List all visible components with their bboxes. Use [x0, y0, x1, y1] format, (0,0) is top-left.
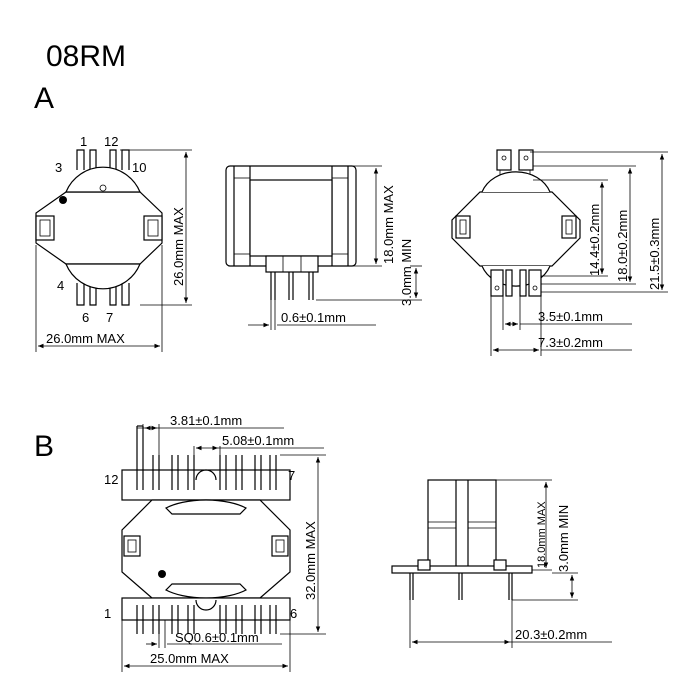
pin-label-6: 6 [82, 310, 89, 325]
b-pin1-marker-dot [158, 570, 166, 578]
pin-label-1: 1 [80, 134, 87, 149]
a-side-view: 18.0mm MAX 3.0mm MIN 0.6±0.1mm [225, 165, 422, 330]
b-pin-square-dim: SQ0.6±0.1mm [175, 630, 259, 645]
b-pin-label-1: 1 [104, 606, 111, 621]
b-pin-label-7: 7 [288, 468, 295, 483]
b-side-width-dim: 20.3±0.2mm [515, 627, 587, 642]
a-pin-diameter-dim: 0.6±0.1mm [281, 310, 346, 325]
pin-label-3: 3 [55, 160, 62, 175]
pin-label-10: 10 [132, 160, 146, 175]
b-top-view: 12 7 1 6 3.81±0.1mm 5.08±0.1mm 32.0mm MA… [104, 413, 326, 672]
a-row-outer-dim: 21.5±0.3mm [647, 218, 662, 290]
b-pin-length-dim: 3.0mm MIN [556, 505, 571, 572]
a-top-view: 1 12 3 10 4 6 7 26.0mm MAX 26.0mm MAX [35, 134, 192, 352]
section-a-label: A [34, 82, 54, 115]
a-side-height-dim: 18.0mm MAX [381, 185, 396, 264]
a-pin-spacing-small-dim: 3.5±0.1mm [538, 309, 603, 324]
pin-label-12: 12 [104, 134, 118, 149]
b-side-height-dim: 18.0mm MAX [536, 501, 548, 568]
b-side-view: 18.0mm MAX 3.0mm MIN 20.3±0.2mm [391, 479, 612, 648]
a-pin-length-dim: 3.0mm MIN [399, 239, 414, 306]
a-top-height-dim: 26.0mm MAX [171, 207, 186, 286]
b-height-dim: 32.0mm MAX [303, 521, 318, 600]
pin-label-7: 7 [106, 310, 113, 325]
a-pin-spacing-wide-dim: 7.3±0.2mm [538, 335, 603, 350]
b-width-dim: 25.0mm MAX [150, 651, 229, 666]
b-pin-label-12: 12 [104, 472, 118, 487]
a-bottom-view: 14.4±0.2mm 18.0±0.2mm 21.5±0.3mm 3.5±0.1… [451, 149, 668, 356]
page-title: 08RM [46, 40, 126, 73]
a-row-middle-dim: 18.0±0.2mm [615, 210, 630, 282]
b-pitch-large-dim: 5.08±0.1mm [222, 433, 294, 448]
b-pitch-small-dim: 3.81±0.1mm [170, 413, 242, 428]
b-pin-label-6: 6 [290, 606, 297, 621]
pin-label-4: 4 [57, 278, 64, 293]
a-row-inner-dim: 14.4±0.2mm [587, 204, 602, 276]
a-top-width-dim: 26.0mm MAX [46, 331, 125, 346]
section-b-label: B [34, 430, 54, 463]
pin1-marker-dot [59, 196, 67, 204]
